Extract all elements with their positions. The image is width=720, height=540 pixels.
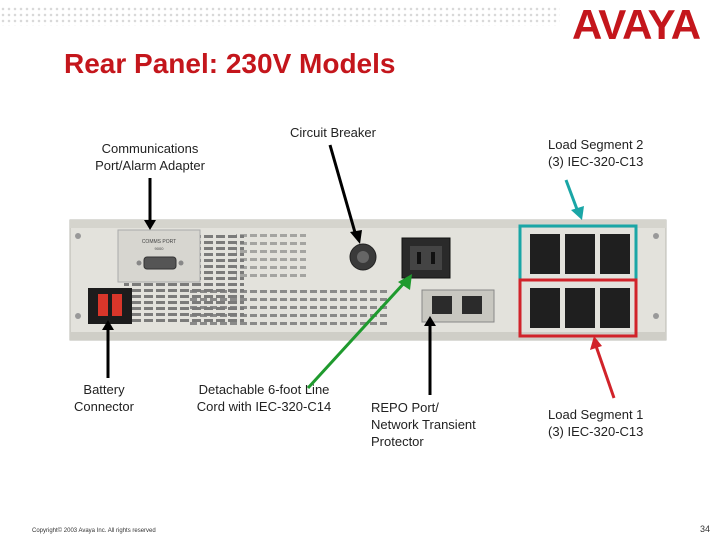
battery-connector <box>88 288 132 324</box>
load-segment-1-outlets <box>518 278 638 338</box>
label-comm-port: Communications Port/Alarm Adapter <box>95 141 205 173</box>
avaya-logo: AVAYA <box>572 1 701 48</box>
comm-port-plate-label: COMMS PORT <box>142 239 176 245</box>
label-load-segment-1: Load Segment 1 (3) IEC-320-C13 <box>548 407 644 439</box>
page-number: 34 <box>700 524 711 534</box>
callout-arrows <box>102 144 616 399</box>
dotted-pattern <box>0 6 560 26</box>
comm-port-plate-sub: 9000 <box>155 246 165 251</box>
comm-port: COMMS PORT 9000 <box>117 229 201 283</box>
copyright-notice: Copyright© 2003 Avaya Inc. All rights re… <box>32 528 156 534</box>
header-bar: AVAYA <box>0 0 720 52</box>
label-battery-connector: Battery Connector <box>74 382 134 414</box>
circuit-breaker <box>349 243 377 271</box>
label-line-cord: Detachable 6-foot Line Cord with IEC-320… <box>196 382 332 414</box>
label-repo-port: REPO Port/ Network Transient Protector <box>371 400 476 449</box>
label-circuit-breaker: Circuit Breaker <box>290 125 376 140</box>
slide-title: Rear Panel: 230V Models <box>64 48 396 79</box>
load-segment-2-outlets <box>518 224 638 282</box>
line-cord-inlet <box>401 237 451 279</box>
label-load-segment-2: Load Segment 2 (3) IEC-320-C13 <box>548 137 644 169</box>
repo-ports <box>421 289 495 323</box>
